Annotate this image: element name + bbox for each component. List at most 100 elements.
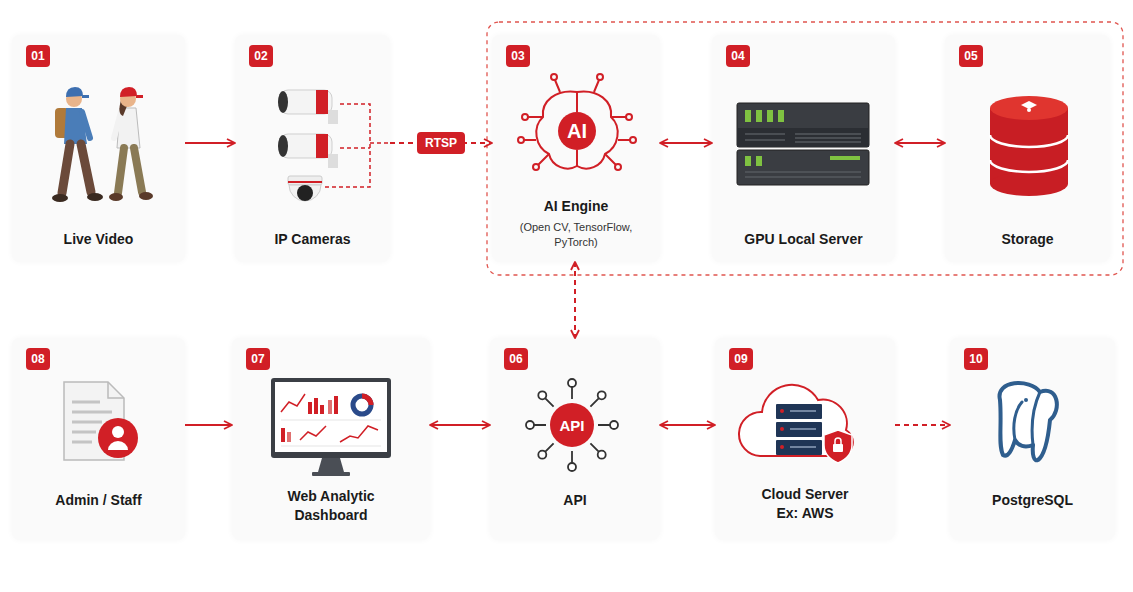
flow-arrow <box>430 424 490 426</box>
step-number: 06 <box>504 348 528 370</box>
dashboard-monitor-icon <box>314 398 318 414</box>
gpu-server-icon <box>756 156 762 166</box>
flow-arrow <box>895 424 950 426</box>
ai-brain-icon <box>630 137 636 143</box>
ip-camera-icons <box>289 185 321 201</box>
walking-people <box>66 87 83 97</box>
node-label: Storage <box>953 230 1103 249</box>
gpu-server-icon <box>737 150 869 185</box>
cloud-server-icon <box>824 430 852 463</box>
camera-bracket <box>324 104 390 187</box>
dashboard-monitor-icon <box>340 426 378 442</box>
api-hub-icon <box>534 387 610 463</box>
admin-document-icon <box>108 441 128 450</box>
dashboard-monitor-icon <box>318 458 344 472</box>
gpu-server-icon <box>756 110 762 122</box>
postgresql-elephant-icon <box>1014 392 1040 445</box>
process-card: 10PostgreSQL <box>950 338 1115 540</box>
step-number: 05 <box>959 45 983 67</box>
storage-cylinder-icon <box>990 96 1068 120</box>
dashboard-monitor-icon <box>308 402 312 414</box>
cloud-server-icon <box>776 440 822 455</box>
postgresql-elephant-icon <box>1024 398 1028 402</box>
flow-arrow <box>185 424 232 426</box>
ip-camera-icons <box>278 90 338 201</box>
admin-document-icon <box>98 418 138 458</box>
ip-camera-icons <box>288 176 322 185</box>
admin-document-icon <box>72 402 112 442</box>
flow-arrow <box>574 262 576 338</box>
ip-camera-icons <box>280 134 332 158</box>
walking-people <box>118 148 124 193</box>
dashboard-monitor-icon <box>312 472 350 476</box>
postgresql-elephant-icon <box>1000 383 1057 460</box>
flow-arrow <box>660 142 712 144</box>
cloud-server-icon <box>739 385 853 456</box>
process-card: 04GPU Local Server <box>712 35 895 262</box>
gpu-server-icon <box>778 110 784 122</box>
api-hub-icon <box>568 463 576 471</box>
dashboard-monitor-icon <box>281 420 381 446</box>
step-number: 02 <box>249 45 273 67</box>
walking-people <box>114 112 121 138</box>
admin-document-icon <box>112 426 124 438</box>
node-label: Web Analytic Dashboard <box>264 487 399 525</box>
walking-people <box>66 91 82 107</box>
node-label: PostgreSQL <box>958 491 1108 510</box>
api-hub-icon <box>526 379 618 471</box>
dashboard-monitor-icon <box>362 396 371 405</box>
gpu-server-icon <box>745 134 861 142</box>
walking-people <box>117 108 140 148</box>
dashboard-monitor-icon <box>281 428 285 442</box>
gpu-server-icon <box>745 110 751 122</box>
ip-camera-icons <box>316 90 328 114</box>
dashboard-monitor-icon <box>281 394 305 412</box>
dashboard-monitor-icon <box>328 400 332 414</box>
api-hub-icon <box>538 391 546 399</box>
process-card: 07Web Analytic Dashboard <box>232 338 430 540</box>
ai-brain-icon <box>524 80 630 165</box>
ai-brain-icon <box>536 92 577 169</box>
node-subtitle: (Open CV, TensorFlow, PyTorch) <box>511 220 641 250</box>
flow-arrow <box>895 142 945 144</box>
dashboard-monitor-icon <box>271 378 391 476</box>
walking-people <box>120 91 136 107</box>
gpu-server-icon <box>737 103 869 147</box>
node-label: IP Cameras <box>243 230 383 249</box>
flow-arrow <box>660 424 715 426</box>
walking-people <box>64 108 87 144</box>
api-hub-icon <box>538 451 546 459</box>
ip-camera-icons <box>328 110 338 124</box>
ip-camera-icons <box>288 181 322 183</box>
walking-people <box>52 87 153 202</box>
node-label: GPU Local Server <box>719 230 889 249</box>
api-hub-icon <box>610 421 618 429</box>
dashboard-monitor-icon <box>353 396 371 414</box>
flow-arrow <box>390 142 492 144</box>
gpu-server-icon <box>830 156 860 160</box>
storage-cylinder-icon <box>1027 108 1031 112</box>
ai-brain-icon <box>558 112 596 150</box>
api-hub-icon <box>526 421 534 429</box>
node-label: Cloud Server Ex: AWS <box>753 485 858 523</box>
node-label: AI Engine <box>501 197 651 216</box>
cloud-server-icon <box>790 411 816 447</box>
api-hub-icon <box>598 451 606 459</box>
ai-brain-icon <box>615 164 621 170</box>
walking-people <box>82 112 90 138</box>
walking-people <box>55 108 69 138</box>
walking-people <box>139 192 153 200</box>
api-hub-icon <box>550 403 594 447</box>
ai-brain-icon <box>551 74 557 80</box>
storage-cylinder-icon <box>990 96 1068 196</box>
ip-camera-icons <box>278 135 288 157</box>
process-card: 03AI Engine(Open CV, TensorFlow, PyTorch… <box>492 35 660 262</box>
dashboard-monitor-icon <box>275 382 387 452</box>
ai-brain-icon <box>576 92 578 166</box>
gpu-server-icon <box>745 172 861 177</box>
api-hub-icon <box>568 379 576 387</box>
walking-people <box>136 95 143 98</box>
cloud-server-icon <box>780 445 784 449</box>
step-number: 07 <box>246 348 270 370</box>
